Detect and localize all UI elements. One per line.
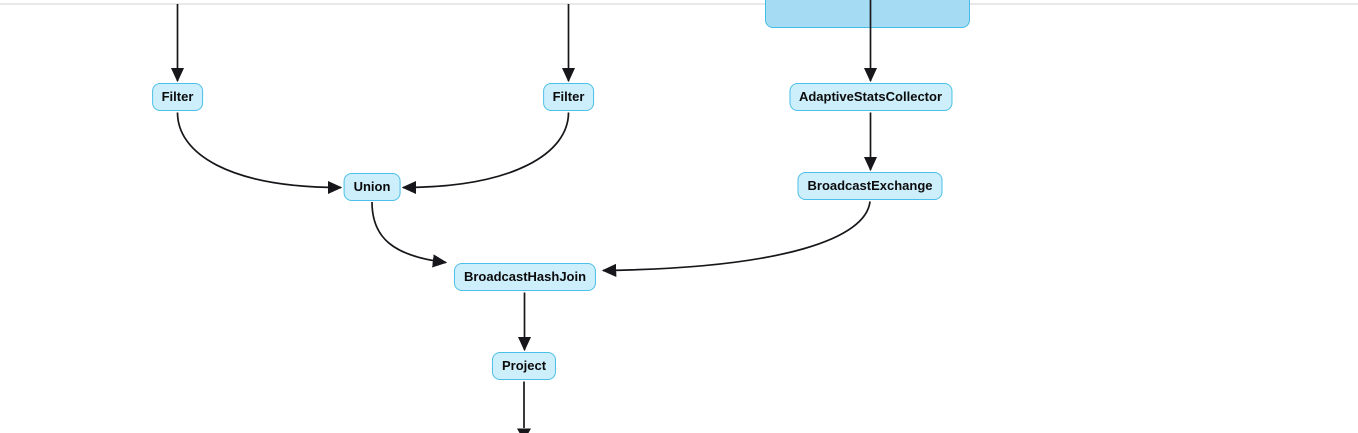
edge-filter-1-to-union [176, 112, 343, 195]
node-adaptive-stats-collector[interactable]: AdaptiveStatsCollector [788, 83, 953, 111]
node-filter-2[interactable]: Filter [542, 83, 595, 111]
node-broadcast-hash-join[interactable]: BroadcastHashJoin [453, 263, 597, 291]
node-filter-1[interactable]: Filter [151, 83, 204, 111]
cluster-box[interactable] [765, 0, 970, 28]
edge-bottom-arrowhead-clipped [517, 428, 531, 433]
edge-filter-2-to-union [401, 112, 570, 195]
node-project[interactable]: Project [491, 352, 557, 380]
edge-union-to-broadcast-hash-join [371, 201, 448, 268]
top-divider-rule [0, 3, 1358, 5]
node-union[interactable]: Union [343, 173, 401, 201]
edge-broadcast-exchange-to-broadcast-hash-join [601, 201, 871, 277]
node-broadcast-exchange[interactable]: BroadcastExchange [797, 172, 943, 200]
